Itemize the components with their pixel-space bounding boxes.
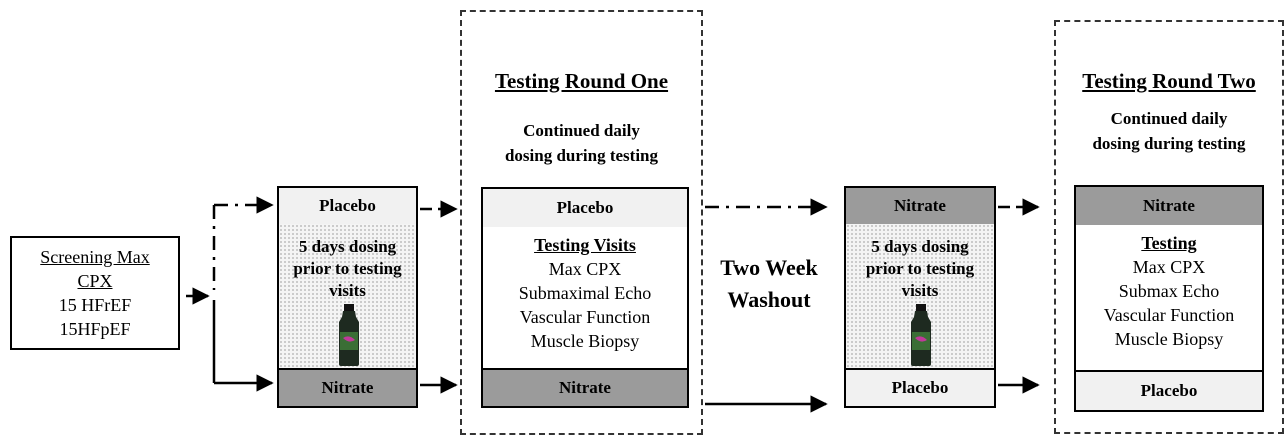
dosing-one-text-2: prior to testing [293, 259, 402, 278]
round-two-tests-panel: Testing Max CPX Submax Echo Vascular Fun… [1074, 225, 1264, 372]
round-one-test-item: Submaximal Echo [518, 283, 652, 303]
dosing-two-text-1: 5 days dosing [871, 237, 969, 256]
round-one-subtitle-1: Continued daily [523, 121, 640, 140]
dosing-two-panel: 5 days dosing prior to testing visits [844, 224, 996, 370]
round-two-title: Testing Round Two [1082, 68, 1256, 93]
round-one-placebo-bar: Placebo [481, 187, 689, 229]
washout-line-2: Washout [727, 287, 811, 312]
dosing-one-placebo-label: Placebo [319, 196, 376, 215]
round-two-nitrate-bar: Nitrate [1074, 185, 1264, 227]
round-one-test-item: Max CPX [548, 259, 622, 279]
washout-label: Two Week Washout [705, 252, 833, 316]
washout-line-1: Two Week [720, 255, 818, 280]
dosing-one-text-1: 5 days dosing [298, 237, 397, 256]
round-two-test-item: Submax Echo [1118, 281, 1220, 301]
round-one-tests-header: Testing Visits [534, 235, 636, 255]
screening-line-4: 15HFpEF [59, 319, 131, 339]
dosing-one-panel: 5 days dosing prior to testing visits [277, 224, 418, 370]
screening-line-2: CPX [77, 271, 113, 291]
round-one-tests-panel: Testing Visits Max CPX Submaximal Echo V… [481, 227, 689, 370]
round-two-test-item: Muscle Biopsy [1114, 329, 1224, 349]
dosing-two-text-2: prior to testing [865, 259, 975, 278]
dosing-two-nitrate-label: Nitrate [894, 196, 946, 215]
screening-line-1: Screening Max [40, 247, 150, 267]
supplement-bottle-icon [339, 304, 359, 366]
round-one-subtitle-2: dosing during testing [504, 146, 659, 165]
round-one-frame [460, 10, 703, 435]
round-two-subtitle: Continued daily dosing during testing [1054, 106, 1284, 156]
round-two-nitrate-label: Nitrate [1143, 196, 1195, 215]
round-one-title: Testing Round One [494, 68, 669, 93]
round-one-test-item: Vascular Function [519, 307, 651, 327]
round-one-subtitle: Continued daily dosing during testing [460, 118, 703, 168]
round-one-placebo-label: Placebo [556, 198, 614, 217]
round-two-subtitle-1: Continued daily [1110, 109, 1228, 128]
dosing-two-nitrate-bar: Nitrate [844, 186, 996, 226]
supplement-bottle-icon [911, 304, 931, 366]
dosing-two-placebo-label: Placebo [891, 378, 949, 397]
round-two-placebo-bar: Placebo [1074, 370, 1264, 412]
round-two-subtitle-2: dosing during testing [1092, 134, 1246, 153]
dosing-one-text-3: visits [329, 281, 366, 300]
dosing-two-text-3: visits [901, 281, 939, 300]
dosing-one-nitrate-label: Nitrate [321, 378, 374, 397]
round-one-nitrate-bar: Nitrate [481, 368, 689, 408]
screening-box: Screening Max CPX 15 HFrEF 15HFpEF [10, 236, 180, 350]
round-two-placebo-label: Placebo [1140, 381, 1198, 400]
round-two-frame [1054, 20, 1284, 434]
round-two-test-item: Max CPX [1132, 257, 1206, 277]
round-one-nitrate-label: Nitrate [559, 378, 611, 397]
dosing-one-placebo-bar: Placebo [277, 186, 418, 226]
dosing-one-nitrate-bar: Nitrate [277, 368, 418, 408]
screening-line-3: 15 HFrEF [58, 295, 132, 315]
dosing-two-placebo-bar: Placebo [844, 368, 996, 408]
round-two-test-item: Vascular Function [1103, 305, 1235, 325]
round-two-tests-header: Testing [1141, 233, 1197, 253]
round-one-test-item: Muscle Biopsy [530, 331, 640, 351]
